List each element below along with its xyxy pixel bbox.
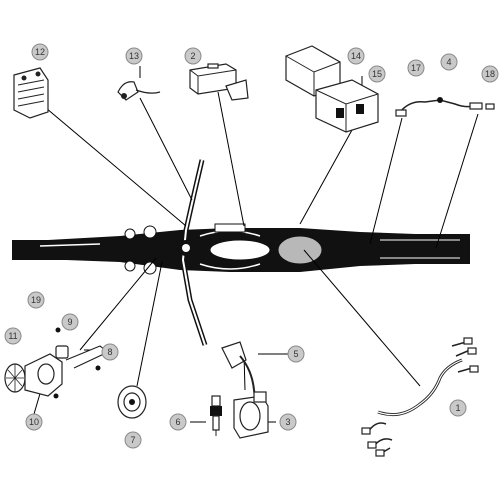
callout-19-label: 19 <box>31 295 41 305</box>
callout-9-label: 9 <box>67 317 72 327</box>
callout-2: 2 <box>184 47 202 65</box>
rectifier-regulator-part <box>13 67 49 119</box>
callout-14: 14 <box>347 47 365 65</box>
callout-7-label: 7 <box>130 435 135 445</box>
callout-10: 10 <box>25 413 43 431</box>
spark-plug-cap-part <box>221 341 257 405</box>
callout-1: 1 <box>449 399 467 417</box>
callout-13: 13 <box>125 47 143 65</box>
callout-15: 15 <box>368 65 386 83</box>
callout-9: 9 <box>61 313 79 331</box>
callout-13-label: 13 <box>129 51 139 61</box>
battery-box-part <box>315 79 379 133</box>
callout-1-label: 1 <box>455 403 460 413</box>
ignition-coil-part <box>233 391 269 439</box>
callout-12: 12 <box>31 43 49 61</box>
callout-6: 6 <box>169 413 187 431</box>
callout-4-label: 4 <box>446 57 451 67</box>
callout-7: 7 <box>124 431 142 449</box>
callout-15-label: 15 <box>372 69 382 79</box>
callout-5-label: 5 <box>293 349 298 359</box>
callout-3-label: 3 <box>285 417 290 427</box>
callout-8: 8 <box>101 343 119 361</box>
callout-12-label: 12 <box>35 47 45 57</box>
leader-lines <box>33 66 479 423</box>
callout-14-label: 14 <box>351 51 361 61</box>
callout-2-label: 2 <box>190 51 195 61</box>
callout-6-label: 6 <box>175 417 180 427</box>
motorcycle-top-view <box>12 159 470 346</box>
callout-19: 19 <box>27 291 45 309</box>
callout-17: 17 <box>407 59 425 77</box>
callout-11-label: 11 <box>8 331 17 341</box>
callout-18-label: 18 <box>485 69 495 79</box>
callout-11: 11 <box>4 327 22 345</box>
brake-switch-part <box>117 81 161 101</box>
callout-5: 5 <box>287 345 305 363</box>
horn-part <box>117 385 147 419</box>
headlight-assembly-part <box>4 327 110 399</box>
callout-10-label: 10 <box>29 417 39 427</box>
spark-plug-part <box>210 395 222 436</box>
cdi-unit-part <box>189 63 249 101</box>
callout-4: 4 <box>440 53 458 71</box>
callout-3: 3 <box>279 413 297 431</box>
callout-8-label: 8 <box>107 347 112 357</box>
callout-17-label: 17 <box>411 63 421 73</box>
callout-18: 18 <box>481 65 499 83</box>
wiring-harness-part <box>361 337 479 457</box>
sensor-lead-part <box>395 97 495 117</box>
